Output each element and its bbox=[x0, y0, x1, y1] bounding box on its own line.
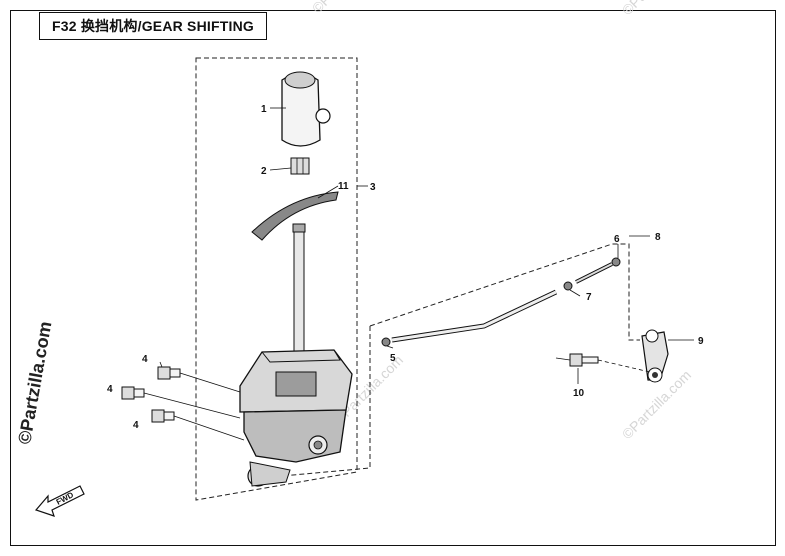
shift-knob bbox=[281, 71, 331, 147]
forward-arrow-icon: FWD bbox=[34, 485, 85, 517]
background-watermarks: ©Partzilla.com ©Partzilla.com ©Partzilla… bbox=[309, 0, 694, 442]
mounting-bolt bbox=[157, 366, 181, 380]
shift-rod bbox=[391, 262, 613, 343]
callout-2: 2 bbox=[261, 166, 267, 177]
mounting-bolt bbox=[121, 386, 145, 400]
shift-arm bbox=[641, 329, 669, 383]
callout-4: 4 bbox=[133, 420, 139, 431]
watermark-text: ©Partzilla.com bbox=[619, 0, 694, 18]
callout-5: 5 bbox=[390, 353, 396, 364]
callout-7: 7 bbox=[586, 292, 592, 303]
shift-lever-rod bbox=[292, 223, 306, 369]
callout-1: 1 bbox=[261, 104, 267, 115]
diagram-title: F32 换挡机构/GEAR SHIFTING bbox=[52, 18, 254, 34]
callout-6: 6 bbox=[614, 234, 620, 245]
shift-housing bbox=[239, 349, 353, 487]
rod-nut bbox=[381, 337, 391, 347]
arm-bolt bbox=[555, 353, 651, 373]
shift-gate-plate bbox=[251, 191, 339, 241]
rod-nut bbox=[563, 281, 573, 291]
linkage-group-box bbox=[259, 243, 640, 479]
callout-4: 4 bbox=[107, 384, 113, 395]
diagram-title-box: F32 换挡机构/GEAR SHIFTING bbox=[39, 12, 267, 40]
bolt-leader-lines bbox=[143, 372, 245, 441]
callout-leader-lines bbox=[159, 107, 694, 384]
diagram-frame bbox=[10, 10, 776, 546]
shift-nut bbox=[290, 157, 310, 175]
watermark-text: ©Partzilla.com bbox=[309, 0, 384, 16]
callout-8: 8 bbox=[655, 232, 661, 243]
callout-11: 11 bbox=[338, 181, 349, 192]
callout-10: 10 bbox=[573, 388, 585, 399]
rod-nut bbox=[611, 257, 621, 267]
callout-9: 9 bbox=[698, 336, 704, 347]
callout-4: 4 bbox=[142, 354, 148, 365]
partzilla-watermark: ©Partzilla.com bbox=[14, 320, 55, 446]
callout-3: 3 bbox=[370, 182, 376, 193]
assembly-group-box bbox=[195, 57, 358, 501]
mounting-bolt bbox=[151, 409, 175, 423]
